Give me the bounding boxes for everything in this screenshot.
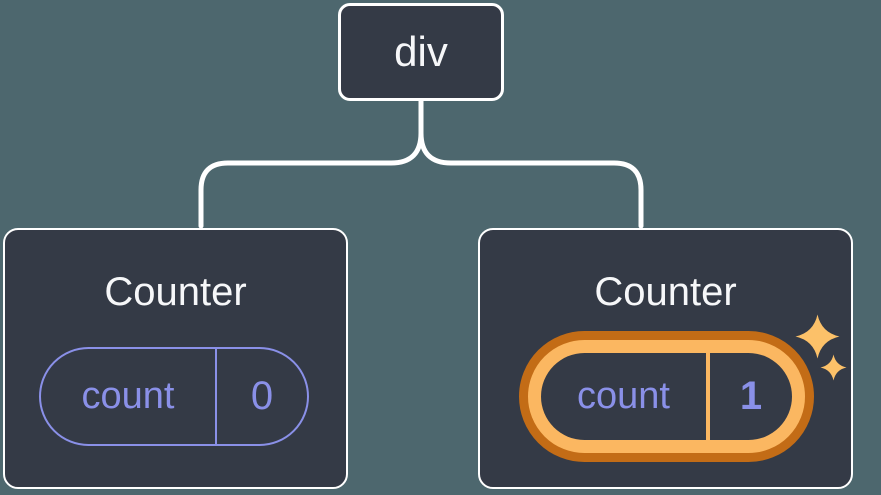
state-value-label: 1 — [739, 374, 763, 418]
counter-title: Counter — [594, 270, 737, 314]
state-value-label: 0 — [250, 374, 274, 418]
state-pill: count 1 — [541, 353, 792, 440]
state-key-cell: count — [41, 349, 215, 444]
state-key-cell: count — [541, 353, 706, 440]
counter-node-left: Counter count 0 — [3, 228, 348, 489]
state-pill-highlight-ring: count 1 — [519, 331, 814, 462]
connector-branch-left — [198, 130, 424, 229]
root-node-label: div — [394, 28, 448, 75]
counter-title: Counter — [104, 270, 247, 314]
state-pill: count 0 — [39, 347, 309, 446]
state-value-cell: 0 — [215, 349, 307, 444]
sparkle-large — [795, 314, 840, 359]
connector-branch-right — [418, 130, 644, 229]
sparkle-small — [820, 354, 847, 381]
state-value-cell: 1 — [706, 353, 792, 440]
state-key-label: count — [577, 375, 670, 417]
root-node-div: div — [338, 3, 504, 101]
state-key-label: count — [81, 375, 175, 417]
counter-node-right: Counter count 1 — [478, 228, 853, 489]
